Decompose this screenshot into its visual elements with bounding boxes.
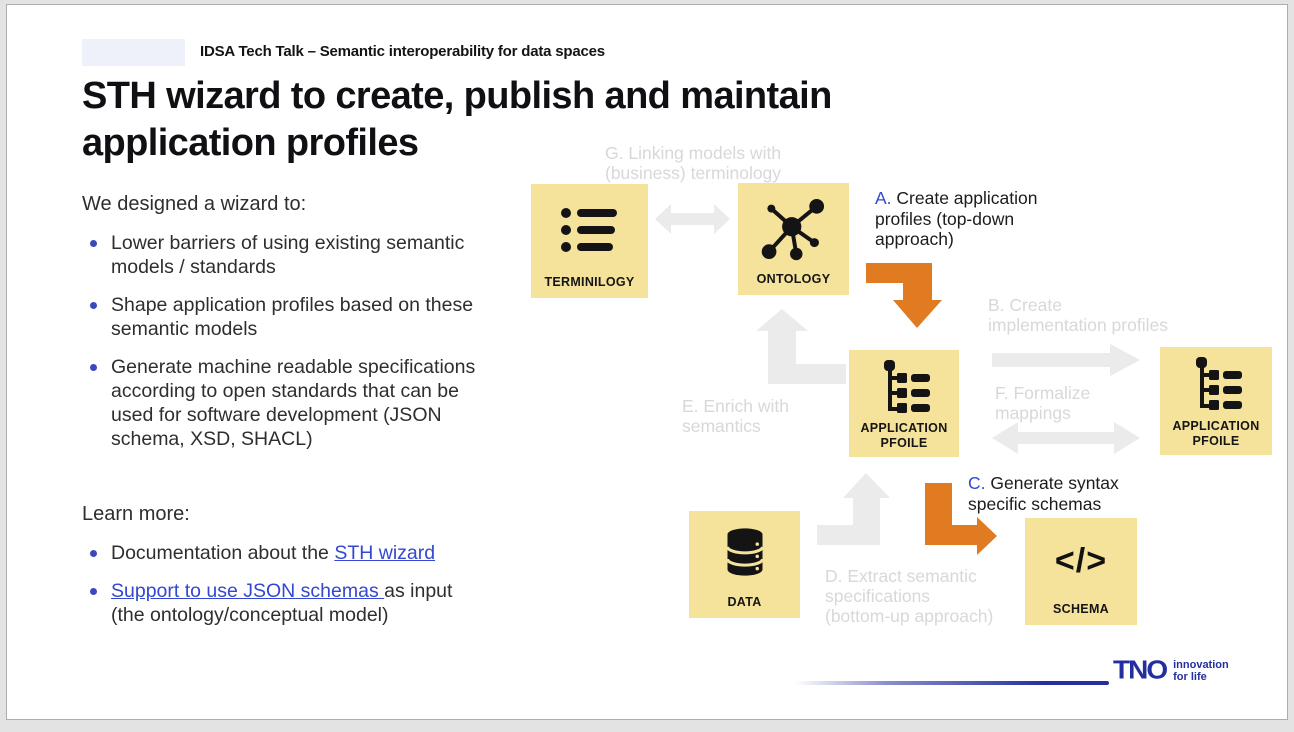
footer-gradient-line xyxy=(795,681,1109,685)
tree-list-icon xyxy=(884,360,930,413)
bullet-text: Shape application profiles based on thes… xyxy=(111,294,474,340)
list-item: Generate machine readable specifications… xyxy=(90,355,530,451)
learn-more-heading: Learn more: xyxy=(82,503,190,525)
tree-list-icon xyxy=(1196,357,1242,410)
application-profile-box-right: APPLICATION PFOILE xyxy=(1160,347,1272,455)
step-b-label: B. Create implementation profiles xyxy=(988,295,1168,335)
step-f-label: F. Formalize mappings xyxy=(995,383,1091,423)
bullet-text: Generate machine readable specifications… xyxy=(111,356,476,450)
sth-wizard-link[interactable]: STH wizard xyxy=(334,542,436,564)
schema-box: </> SCHEMA xyxy=(1025,518,1137,625)
step-d-label: D. Extract semantic specifications (bott… xyxy=(825,566,994,626)
tno-logo: TNO innovation for life xyxy=(1113,656,1229,684)
step-a-text: Create application profiles (top-down ap… xyxy=(875,188,1038,249)
box-label: APPLICATION PFOILE xyxy=(860,421,948,450)
box-label: SCHEMA xyxy=(1053,602,1109,616)
link-suffix-text: as input (the ontology/conceptual model) xyxy=(111,580,453,626)
step-g-label: G. Linking models with (business) termin… xyxy=(605,143,782,183)
step-a-letter: A. xyxy=(875,188,892,208)
application-profile-box-left: APPLICATION PFOILE xyxy=(849,350,959,457)
page-title: STH wizard to create, publish and mainta… xyxy=(82,75,832,164)
code-icon: </> xyxy=(1054,542,1108,580)
list-item: Support to use JSON schemas as input (th… xyxy=(90,579,530,627)
terminology-ontology-double-arrow xyxy=(655,204,730,234)
learn-more-list: Documentation about the STH wizard Suppo… xyxy=(90,541,530,641)
box-label: DATA xyxy=(727,595,762,609)
bullet-text: Lower barriers of using existing semanti… xyxy=(111,232,465,278)
tno-tagline: innovation for life xyxy=(1173,659,1229,683)
box-label: APPLICATION PFOILE xyxy=(1172,419,1260,448)
bullet-text: Documentation about the STH wizard xyxy=(111,541,521,565)
step-c-label: C. Generate syntax specific schemas xyxy=(968,473,1168,514)
data-box: DATA xyxy=(689,511,800,618)
box-label: TERMINILOGY xyxy=(544,275,635,289)
network-graph-icon xyxy=(761,198,824,261)
formalize-mappings-double-arrow xyxy=(992,422,1140,454)
list-item: Documentation about the STH wizard xyxy=(90,541,530,565)
box-label: ONTOLOGY xyxy=(756,272,831,286)
step-a-label: A. Create application profiles (top-down… xyxy=(875,188,1075,250)
generate-schemas-orange-arrow xyxy=(925,483,997,555)
step-c-letter: C. xyxy=(968,473,986,493)
bullet-icon xyxy=(90,588,97,595)
intro-bullet-list: Lower barriers of using existing semanti… xyxy=(90,231,530,465)
list-item: Lower barriers of using existing semanti… xyxy=(90,231,530,279)
bullet-text: Support to use JSON schemas as input (th… xyxy=(111,579,521,627)
database-icon xyxy=(725,528,764,576)
create-application-profiles-orange-arrow xyxy=(866,263,942,328)
create-implementation-profiles-arrow xyxy=(992,344,1140,376)
bullet-icon xyxy=(90,302,97,309)
ontology-box: ONTOLOGY xyxy=(738,183,849,295)
extract-semantics-elbow-arrow xyxy=(817,473,890,545)
step-e-label: E. Enrich with semantics xyxy=(682,396,789,436)
slide: IDSA Tech Talk – Semantic interoperabili… xyxy=(6,4,1288,720)
enrich-with-semantics-elbow-arrow xyxy=(756,309,846,384)
bulleted-list-icon xyxy=(560,208,617,252)
kicker-text: IDSA Tech Talk – Semantic interoperabili… xyxy=(200,43,605,60)
intro-heading: We designed a wizard to: xyxy=(82,193,307,215)
step-c-text: Generate syntax specific schemas xyxy=(968,473,1119,514)
tno-wordmark: TNO xyxy=(1113,655,1168,684)
bullet-icon xyxy=(90,240,97,247)
list-item: Shape application profiles based on thes… xyxy=(90,293,530,341)
json-schemas-link[interactable]: Support to use JSON schemas xyxy=(111,580,385,602)
bullet-icon xyxy=(90,550,97,557)
link-prefix-text: Documentation about the xyxy=(111,542,335,564)
kicker-accent-rect xyxy=(82,39,185,66)
bullet-icon xyxy=(90,364,97,371)
terminology-box: TERMINILOGY xyxy=(531,184,648,298)
